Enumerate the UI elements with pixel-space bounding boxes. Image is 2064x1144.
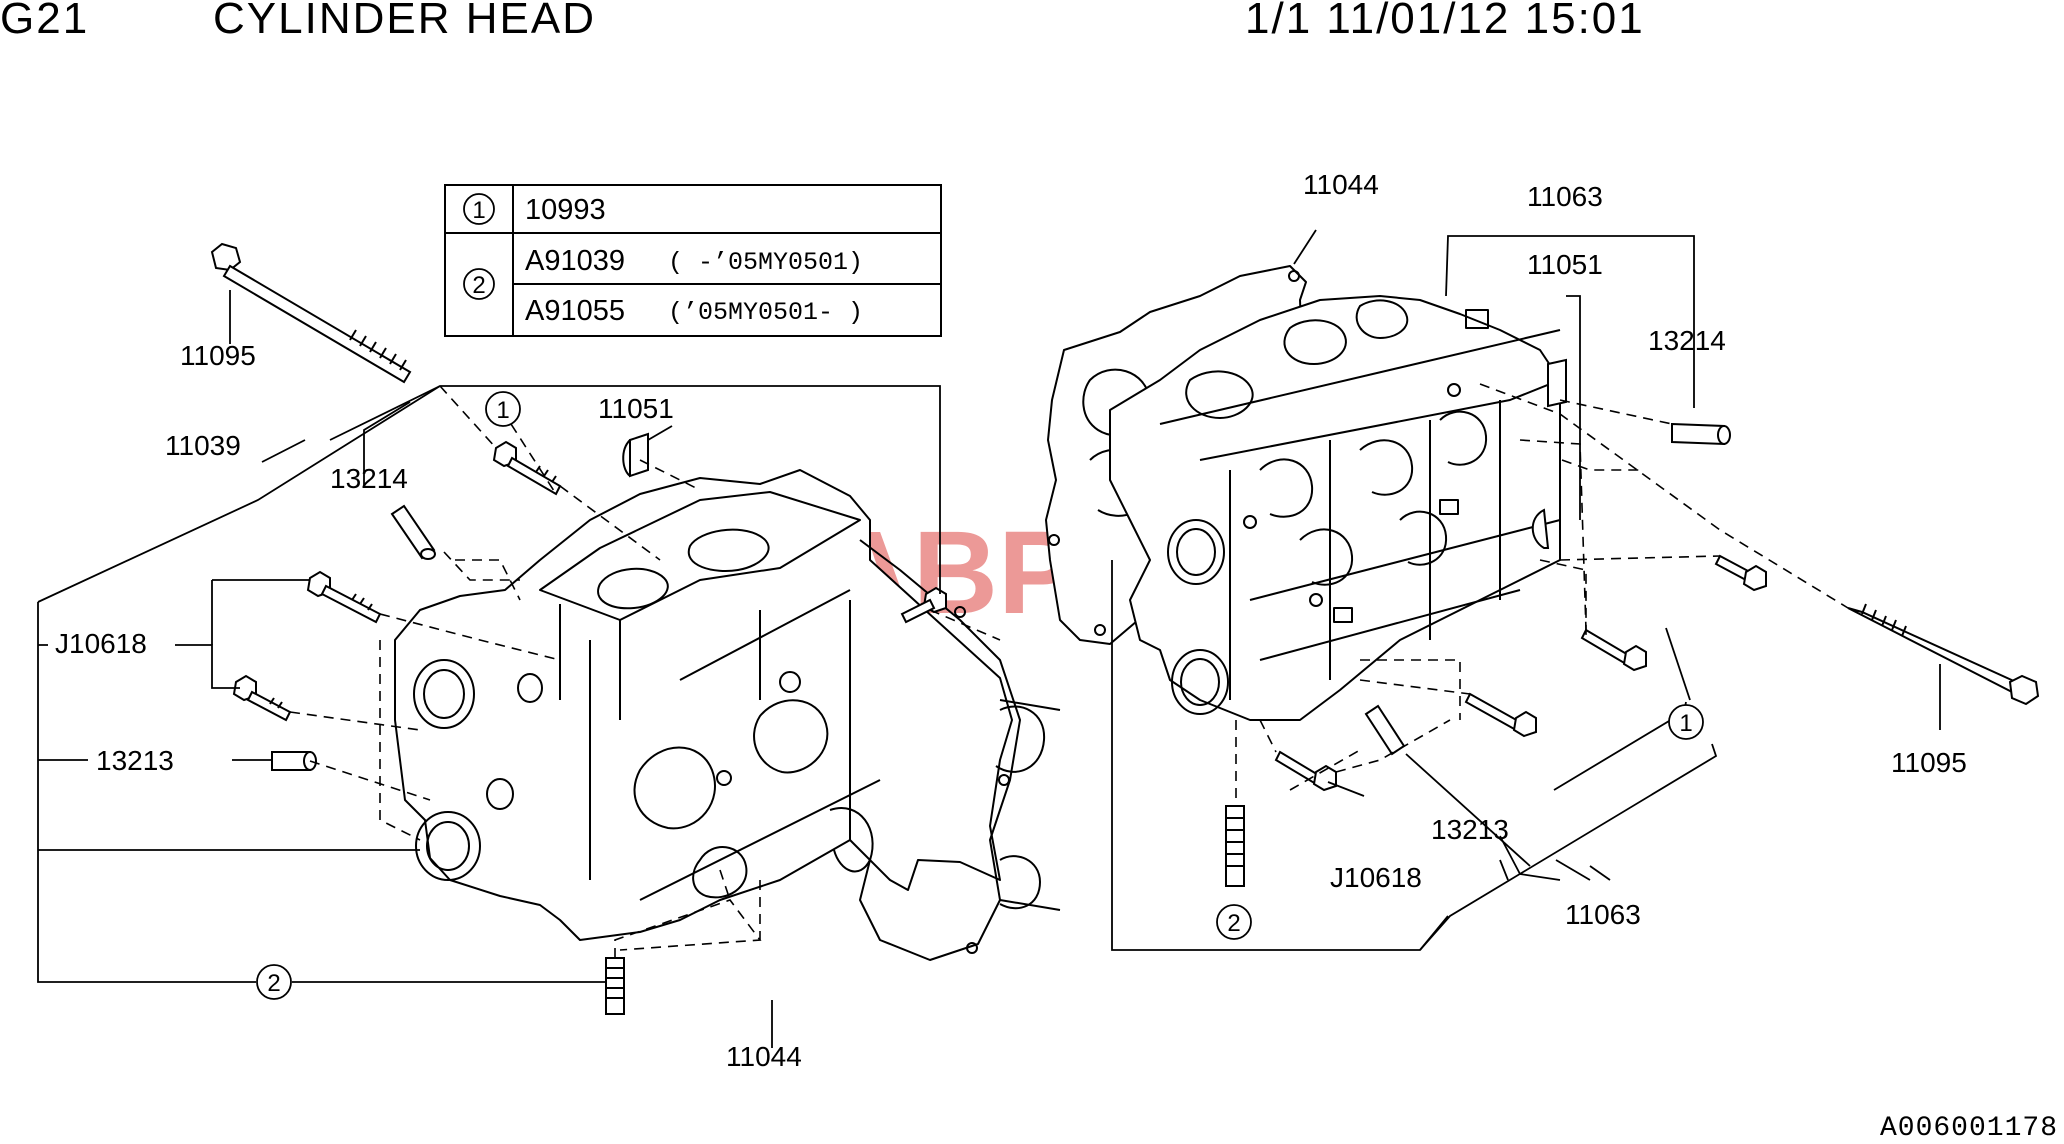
right-label-11051: 11051 bbox=[1527, 249, 1603, 280]
left-label-j10618: J10618 bbox=[55, 628, 147, 659]
diagram-group-code: G21 bbox=[0, 0, 90, 43]
left-bolt-upper bbox=[492, 440, 562, 496]
right-bolt-j10618 bbox=[1274, 750, 1337, 792]
left-label-13214: 13214 bbox=[330, 463, 408, 494]
diagram-title: CYLINDER HEAD bbox=[213, 0, 596, 43]
legend-part-a91039: A91039 bbox=[525, 245, 625, 277]
right-marker-1: 1 bbox=[1668, 704, 1704, 740]
right-label-13213: 13213 bbox=[1431, 814, 1509, 845]
left-label-11044: 11044 bbox=[726, 1041, 802, 1072]
svg-text:1: 1 bbox=[1679, 710, 1692, 737]
document-id: A006001178 bbox=[1879, 1113, 2058, 1144]
legend-table bbox=[444, 184, 942, 337]
right-label-11095: 11095 bbox=[1891, 747, 1967, 778]
left-marker-2: 2 bbox=[256, 964, 292, 1000]
legend-marker-1: 1 bbox=[463, 193, 495, 225]
right-dowel-13214 bbox=[1671, 422, 1731, 446]
right-bolt-11095 bbox=[1847, 603, 2040, 706]
right-marker-2: 2 bbox=[1216, 904, 1252, 940]
left-dowel-13213 bbox=[271, 751, 317, 771]
svg-text:1: 1 bbox=[496, 397, 509, 424]
page-and-date: 1/1 11/01/12 15:01 bbox=[1245, 0, 1645, 43]
right-label-11044: 11044 bbox=[1303, 169, 1379, 200]
legend-part-10993: 10993 bbox=[525, 194, 606, 226]
left-plug-11051 bbox=[622, 432, 649, 478]
right-bolt-lower bbox=[1464, 692, 1537, 738]
svg-text:2: 2 bbox=[267, 970, 280, 997]
left-cylinder-head-drawing bbox=[394, 469, 1061, 961]
left-label-11051: 11051 bbox=[598, 393, 674, 424]
left-marker-1: 1 bbox=[485, 391, 521, 427]
left-label-13213: 13213 bbox=[96, 745, 174, 776]
right-stud-2 bbox=[1225, 805, 1245, 887]
legend-marker-2: 2 bbox=[463, 268, 495, 300]
right-label-j10618: J10618 bbox=[1330, 862, 1422, 893]
left-bolt-j10618-upper bbox=[306, 570, 382, 624]
right-label-11063-top: 11063 bbox=[1527, 181, 1603, 212]
legend-note-a91039: ( -’05MY0501) bbox=[668, 248, 863, 277]
left-bolt-j10618-lower bbox=[232, 674, 292, 722]
right-leader-lines bbox=[1111, 229, 1941, 951]
right-label-13214: 13214 bbox=[1648, 325, 1726, 356]
right-cylinder-head-drawing bbox=[1045, 265, 1561, 721]
legend-note-a91055: (’05MY0501- ) bbox=[668, 298, 863, 327]
right-dowel-13213 bbox=[1364, 704, 1406, 756]
right-bolt-upper bbox=[1714, 554, 1767, 592]
right-bolt-mid bbox=[1580, 628, 1647, 672]
svg-text:2: 2 bbox=[472, 272, 485, 299]
svg-text:2: 2 bbox=[1227, 910, 1240, 937]
legend-part-a91055: A91055 bbox=[525, 295, 625, 327]
left-bolt-11095 bbox=[210, 242, 412, 384]
right-label-11063-bottom: 11063 bbox=[1565, 899, 1641, 930]
svg-text:1: 1 bbox=[472, 197, 485, 224]
left-label-11095: 11095 bbox=[180, 340, 256, 371]
left-label-11039: 11039 bbox=[165, 430, 241, 461]
left-stud-2 bbox=[605, 957, 625, 1015]
left-dowel-13214 bbox=[390, 504, 436, 560]
right-dashed-lines bbox=[1235, 383, 1849, 806]
left-dashed-lines bbox=[289, 385, 1001, 958]
